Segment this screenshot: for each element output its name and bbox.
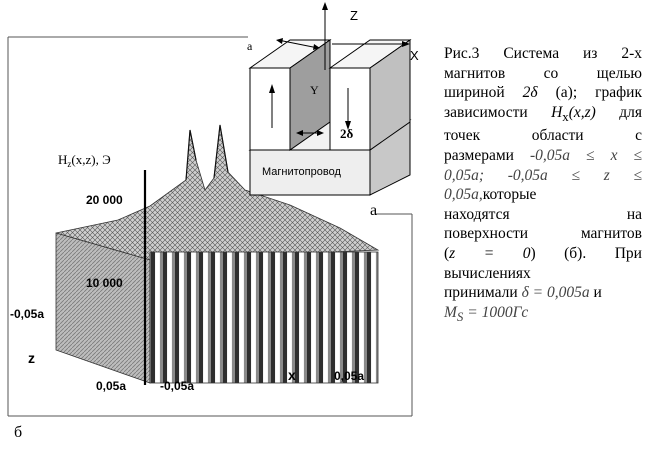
caption-line-9: находятся на [444,205,642,223]
caption-line-8: 0,05a,которые [444,186,537,204]
inset-axis-y-label: Y [310,83,319,97]
caption-line-10: поверхности магнитов [444,225,642,243]
axis-label-z: z [28,350,35,366]
tick-label-z-max: 0,05a [96,379,126,393]
caption-line-13: принимали δ = 0,005a и [444,284,602,302]
tick-label-z-min: -0,05a [10,307,44,321]
caption-line-7: 0,05a; -0,05a ≤ z ≤ [444,166,642,184]
caption-line-14: MS = 1000Гс [444,303,529,324]
surface-mesh [55,124,380,261]
tick-label-10000: 10 000 [86,276,123,290]
caption-line-5: точек области с [444,127,642,145]
inset-diagram [248,2,412,196]
caption-line-2: магнитов со щелью [444,64,642,82]
panel-label-a: а [370,202,377,219]
inset-axis-x-label: X [410,48,419,63]
caption-line-1: Рис.3 Система из 2-х [444,45,642,62]
surface-front-face [149,251,379,384]
tick-label-x-min: -0,05a [160,379,194,393]
caption-line-4: зависимости Hx(x,z) для [444,103,642,124]
tick-label-20000: 20 000 [86,193,123,207]
figure-caption: Рис.3 Система из 2-х магнитов со щелью ш… [444,44,642,327]
axis-label-x: x [288,367,296,383]
inset-gap-label: 2δ [340,126,354,141]
inset-core-label: Магнитопровод [262,166,341,178]
tick-label-x-max: 0,05a [334,369,364,383]
caption-line-6: размерами -0,05a ≤ x ≤ [444,147,642,165]
caption-line-11: (z = 0) (б). При [444,245,642,263]
inset-label-a-width: a [247,39,253,53]
caption-line-3: шириной 2δ (а); график [444,84,642,102]
caption-line-12: вычислениях [444,264,531,282]
inset-axis-z-label: Z [350,8,358,23]
h-axis-label: Hz(x,z), Э [58,152,111,169]
plot-frame [7,36,413,417]
panel-label-b: б [14,424,22,441]
